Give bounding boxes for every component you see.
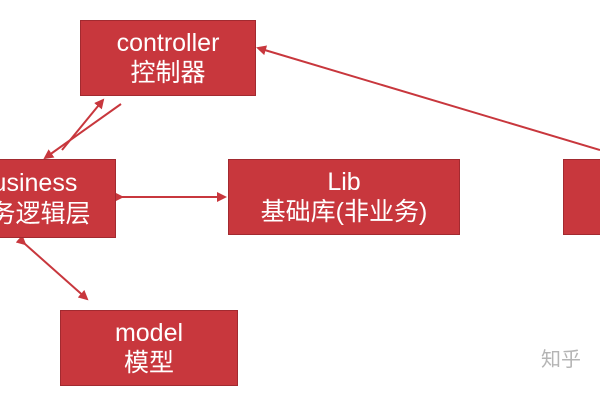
zhihu-watermark: 知乎 <box>541 347 581 371</box>
model-label-en: model <box>114 318 184 347</box>
arrow-business-to-controller <box>61 98 105 151</box>
business-label-cn: 业务逻辑层 <box>0 199 91 228</box>
arrow-view-to-controller <box>256 45 600 151</box>
model-box: model 模型 <box>60 310 238 386</box>
controller-label-en: controller <box>116 28 220 57</box>
arrow-controller-to-business <box>43 103 122 160</box>
model-label-cn: 模型 <box>123 349 174 377</box>
business-logic-box: business 业务逻辑层 <box>0 159 116 238</box>
view-box <box>563 159 600 235</box>
lib-label-en: Lib <box>327 167 361 196</box>
lib-label-cn: 基础库(非业务) <box>260 198 428 226</box>
arrow-business-model <box>15 234 89 301</box>
lib-box: Lib 基础库(非业务) <box>228 159 460 235</box>
business-label-en: business <box>0 169 78 197</box>
controller-box: controller 控制器 <box>80 20 256 96</box>
controller-label-cn: 控制器 <box>130 59 206 87</box>
